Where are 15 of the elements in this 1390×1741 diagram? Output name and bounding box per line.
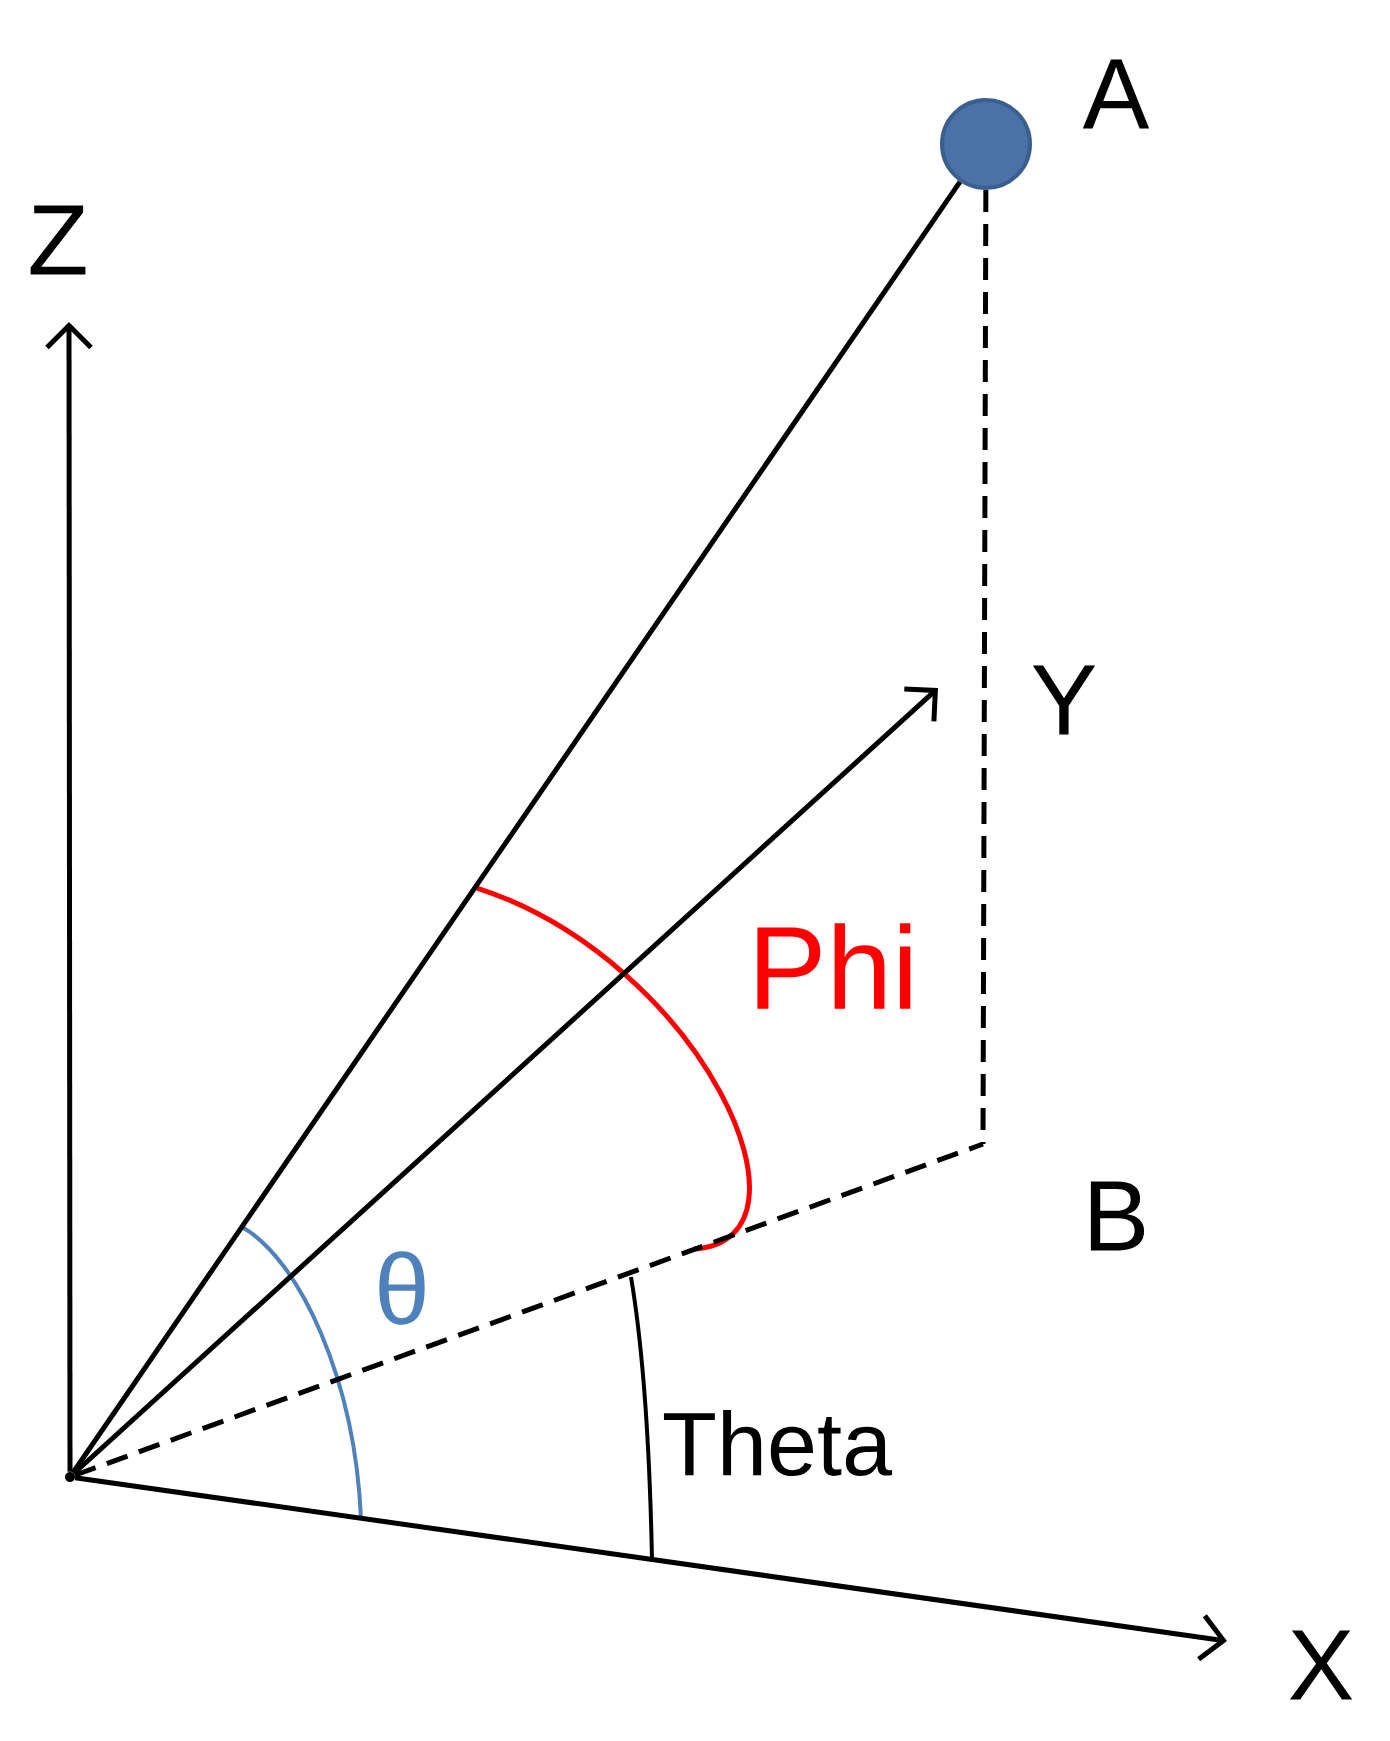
point-label: B: [1090, 1181, 1145, 1251]
origin-point: [65, 1472, 75, 1482]
axis-label: Y: [1032, 665, 1096, 735]
point-label: A: [1082, 59, 1150, 129]
axis-arrow: [74, 1475, 1227, 1662]
angle-label: Theta: [663, 1409, 893, 1477]
axis-arrow: [45, 322, 93, 1472]
axis-arrow: [72, 686, 938, 1476]
projection-line: [74, 1141, 984, 1478]
point-dot: [940, 98, 1032, 190]
axis-label: Z: [30, 205, 86, 275]
angle-label: Phi: [757, 923, 911, 1009]
angle-label: θ: [379, 1251, 425, 1325]
projection-line: [980, 190, 989, 1144]
axis-label: X: [1289, 1630, 1353, 1700]
